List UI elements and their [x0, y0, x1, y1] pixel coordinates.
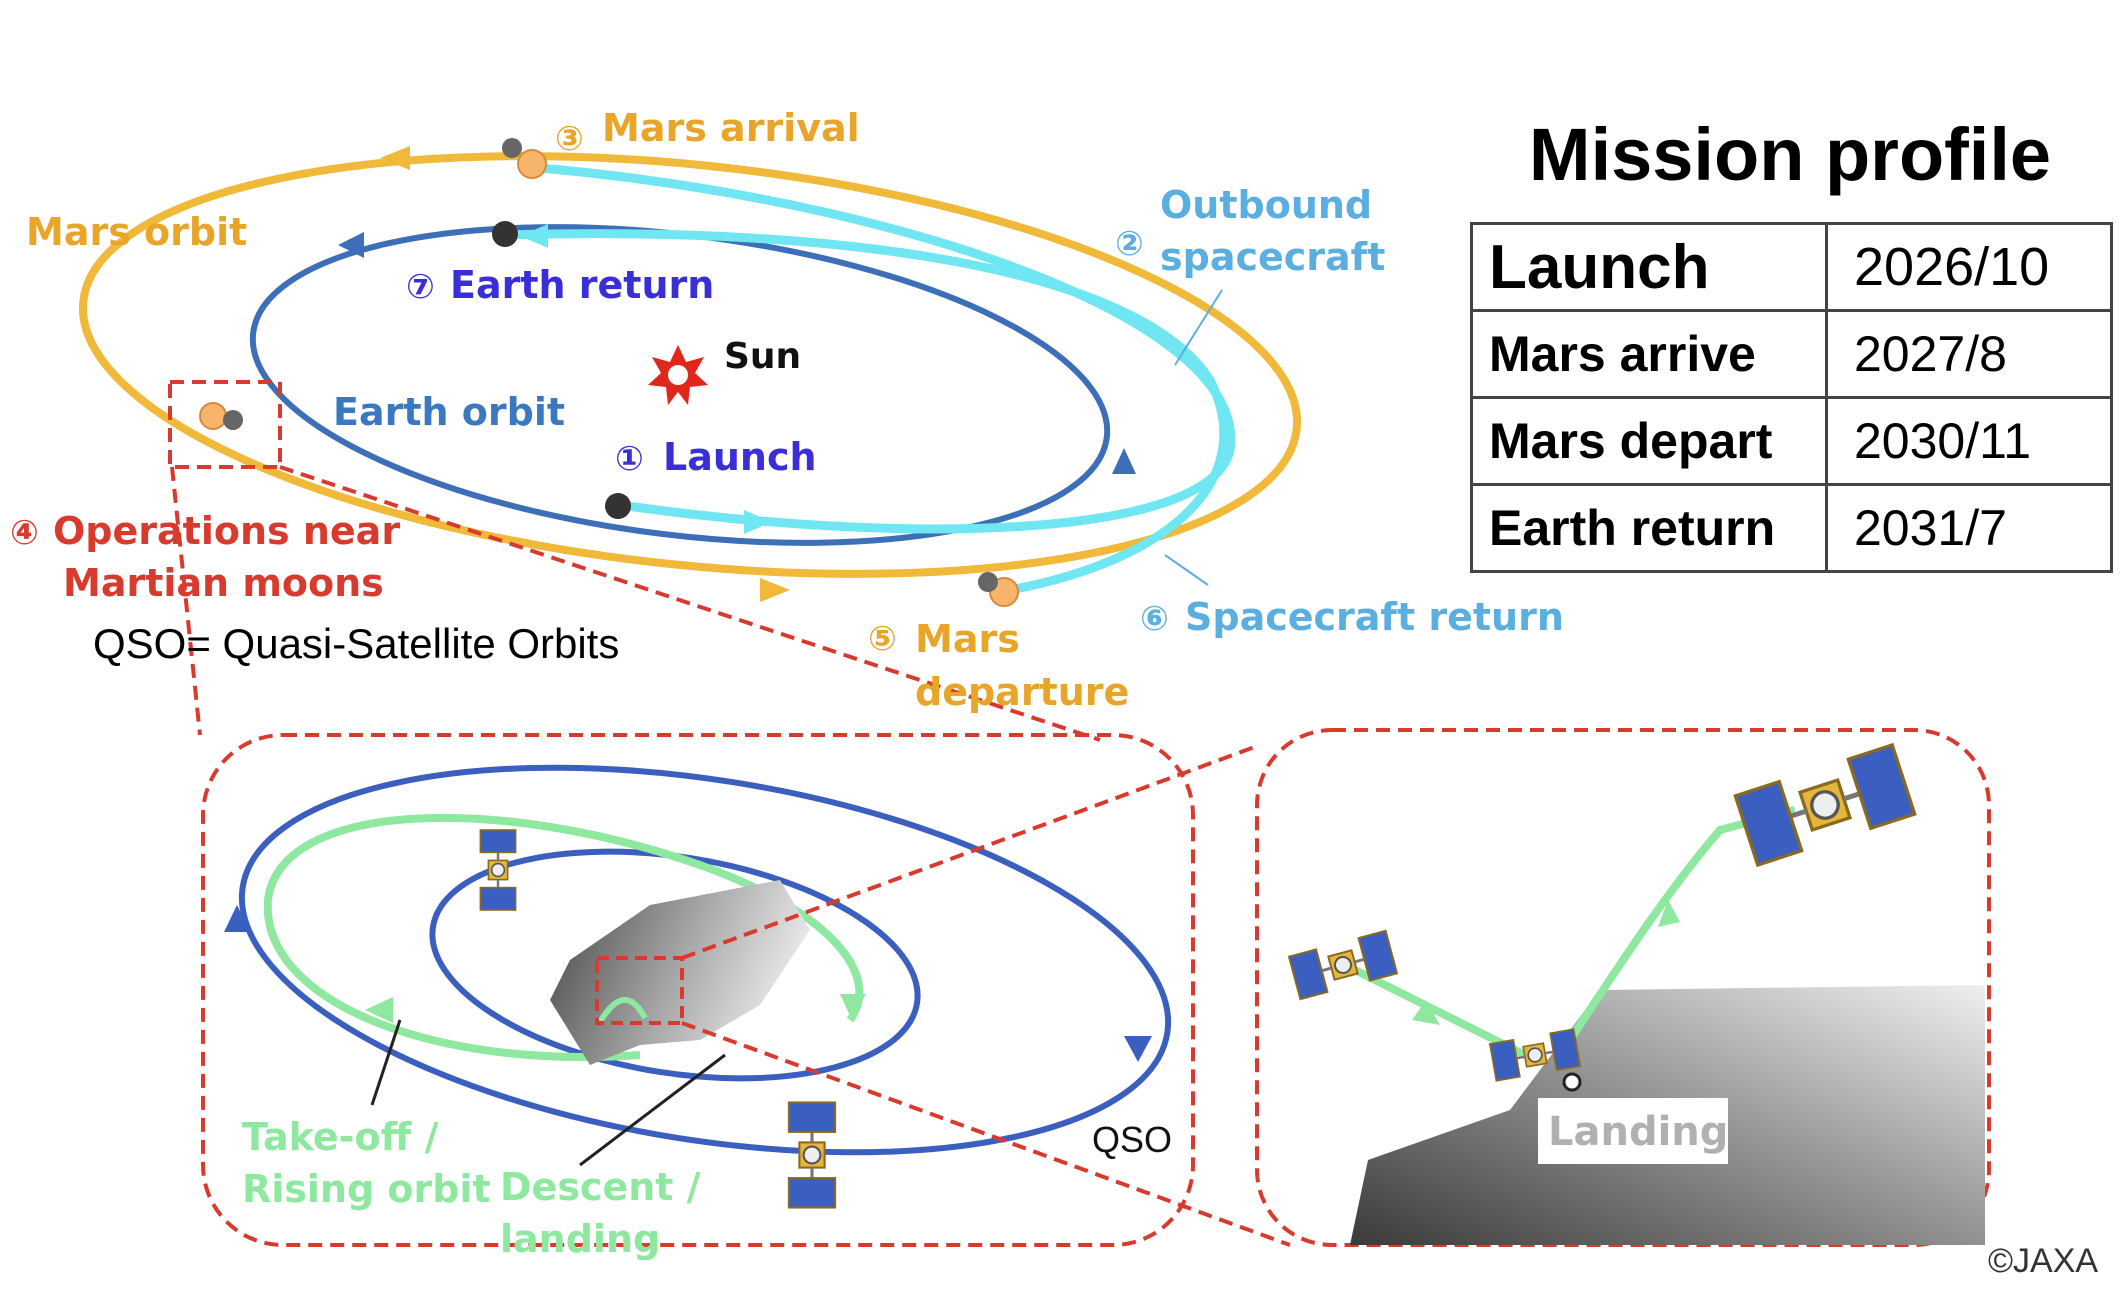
takeoff-label-line2: Rising orbit [242, 1167, 491, 1211]
spacecraft-return-label: Spacecraft return [1185, 595, 1564, 639]
descent-path [597, 997, 648, 1024]
mars-departure-label-line2: departure [915, 670, 1129, 714]
outbound-label-line2: spacecraft [1160, 235, 1385, 279]
rising-orbit-arrow [365, 997, 393, 1023]
date-cell: 2031/7 [1825, 483, 2113, 573]
step-7-marker: ⑦ [406, 267, 435, 307]
table-row: Mars arrive 2027/8 [1470, 309, 2113, 399]
operations-label-line2: Martian moons [63, 561, 384, 605]
date-cell: 2030/11 [1825, 396, 2113, 486]
descent-label-line2: landing [500, 1217, 660, 1261]
qso-orbit [238, 764, 1172, 1156]
landing-zoom-line [681, 743, 1261, 960]
outbound-leader-line [1174, 289, 1223, 366]
event-cell: Mars arrive [1470, 309, 1828, 399]
earth-orbit-arrow [1112, 448, 1136, 474]
earth-return-dot [492, 221, 518, 247]
operations-zoom-box [168, 380, 282, 469]
return-arrow [520, 224, 548, 248]
sun-icon [648, 345, 708, 405]
outbound-arrow [744, 510, 772, 534]
step-1-marker: ① [615, 439, 644, 479]
orbit-detail-panel [201, 733, 1195, 1247]
step-2-marker: ② [1115, 224, 1144, 264]
qso-arrow [1124, 1036, 1152, 1062]
earth-return-label: Earth return [450, 263, 714, 307]
satellite-icon [1735, 745, 1914, 865]
mission-profile-title: Mission profile [1528, 113, 2052, 196]
jaxa-credit: ©JAXA [1988, 1242, 2098, 1280]
event-cell: Launch [1470, 222, 1828, 312]
event-cell: Earth return [1470, 483, 1828, 573]
mars-orbit-path [78, 152, 1302, 578]
outbound-trajectory [539, 163, 1236, 534]
satellite-icon [787, 1100, 837, 1210]
step-3-marker: ③ [555, 119, 584, 159]
qso-definition: QSO= Quasi-Satellite Orbits [93, 620, 619, 667]
mars-departure-icon [978, 572, 1019, 607]
date-cell: 2026/10 [1825, 222, 2113, 312]
event-cell: Mars depart [1470, 396, 1828, 486]
mars-operations-icon [199, 402, 243, 430]
rising-orbit-arrow [840, 994, 866, 1020]
table-row: Earth return 2031/7 [1470, 483, 2113, 573]
step-6-marker: ⑥ [1140, 599, 1169, 639]
mars-arrival-label: Mars arrival [602, 106, 860, 150]
launch-label: Launch [663, 435, 817, 479]
return-leader-line [1164, 554, 1209, 586]
mission-profile-table: Launch 2026/10 Mars arrive 2027/8 Mars d… [1470, 222, 2113, 573]
mars-orbit-label: Mars orbit [26, 210, 247, 254]
earth-launch-dot [605, 493, 631, 519]
qso-label: QSO [1092, 1119, 1172, 1160]
landing-arrow [1412, 1000, 1440, 1025]
landing-label-box [1538, 1098, 1728, 1164]
zoom-line-right [279, 465, 1101, 742]
takeoff-label-line1: Take-off / [242, 1115, 439, 1159]
table-row: Launch 2026/10 [1470, 222, 2113, 312]
operations-label-line1: Operations near [53, 509, 400, 553]
mars-arrival-icon [502, 138, 547, 179]
takeoff-leader-line [370, 1019, 402, 1106]
mars-departure-label-line1: Mars [915, 617, 1020, 661]
return-trajectory [504, 229, 1229, 595]
mars-orbit-arrow [380, 146, 410, 170]
landing-detail-panel [1255, 728, 1991, 1247]
date-cell: 2027/8 [1825, 309, 2113, 399]
sun-label: Sun [724, 336, 801, 377]
descent-label-line1: Descent / [500, 1165, 701, 1209]
outbound-label-line1: Outbound [1160, 183, 1372, 227]
earth-orbit-arrow [338, 232, 364, 258]
step-4-marker: ④ [10, 513, 39, 553]
landing-point-icon [1562, 1072, 1582, 1092]
table-row: Mars depart 2030/11 [1470, 396, 2113, 486]
earth-orbit-label: Earth orbit [333, 390, 565, 434]
satellite-icon [1287, 929, 1399, 1001]
landing-zoom-box [595, 956, 684, 1025]
landing-zoom-line [681, 1021, 1291, 1247]
zoom-line-left [170, 466, 202, 736]
mars-orbit-arrow [760, 578, 790, 602]
descent-leader-line [579, 1053, 726, 1167]
landing-label: Landing [1548, 1109, 1728, 1155]
step-5-marker: ⑤ [868, 619, 897, 659]
rising-orbit-path [263, 813, 864, 1062]
qso-arrow [224, 905, 250, 932]
landing-arrow [1658, 900, 1680, 927]
